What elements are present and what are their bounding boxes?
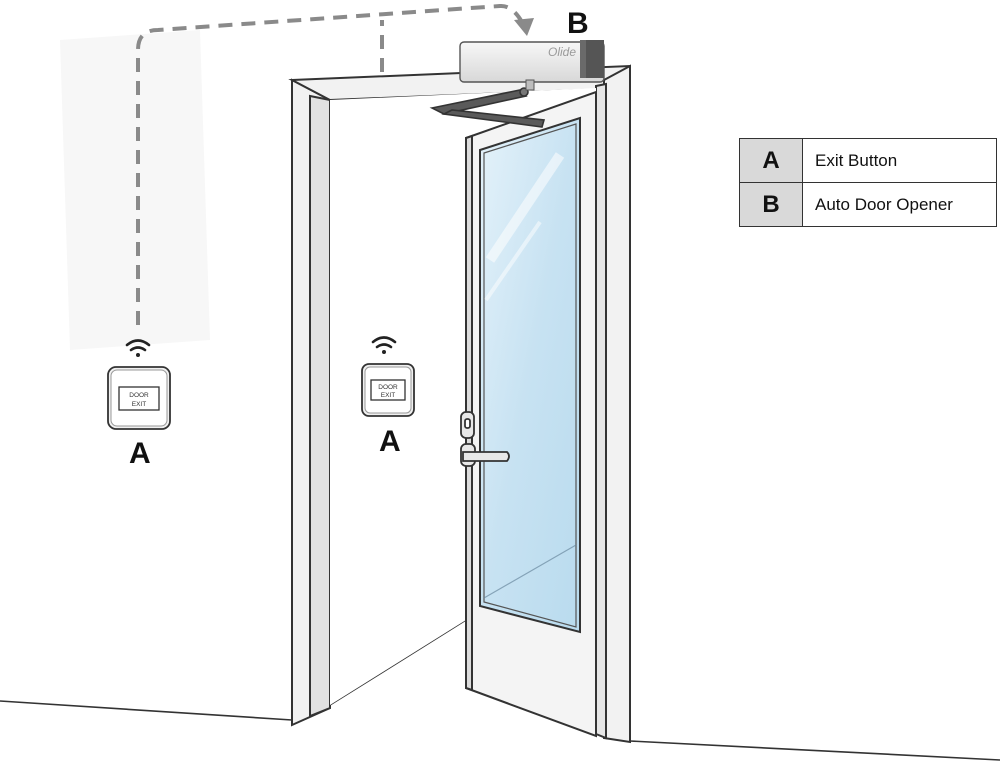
opener-brand: Olide — [548, 45, 576, 59]
door-handle — [460, 411, 510, 467]
signal-arrowhead — [514, 18, 534, 36]
legend-row: B Auto Door Opener — [739, 182, 997, 227]
wireless-icon — [125, 339, 151, 357]
legend-value: Auto Door Opener — [802, 182, 997, 227]
exit-button-text-line1: DOOR — [129, 392, 149, 399]
exit-button-text-line2: EXIT — [381, 392, 395, 399]
door-leaf — [465, 90, 597, 738]
auto-door-opener: Olide — [459, 40, 605, 91]
legend-key: A — [739, 138, 803, 183]
exit-button-left: DOOR EXIT — [107, 339, 171, 430]
exit-button-center: DOOR EXIT — [361, 336, 415, 417]
legend-table: A Exit Button B Auto Door Opener — [739, 138, 997, 227]
legend-value: Exit Button — [802, 138, 997, 183]
label-a-left: A — [129, 437, 151, 470]
label-a-center: A — [379, 425, 401, 458]
label-b: B — [567, 7, 589, 40]
wall-shade — [60, 30, 210, 350]
legend-row: A Exit Button — [739, 138, 997, 183]
legend-key: B — [739, 182, 803, 227]
exit-button-text-line2: EXIT — [132, 401, 146, 408]
opener-arm — [429, 87, 546, 128]
wireless-icon — [371, 336, 397, 354]
exit-button-text-line1: DOOR — [378, 384, 398, 391]
